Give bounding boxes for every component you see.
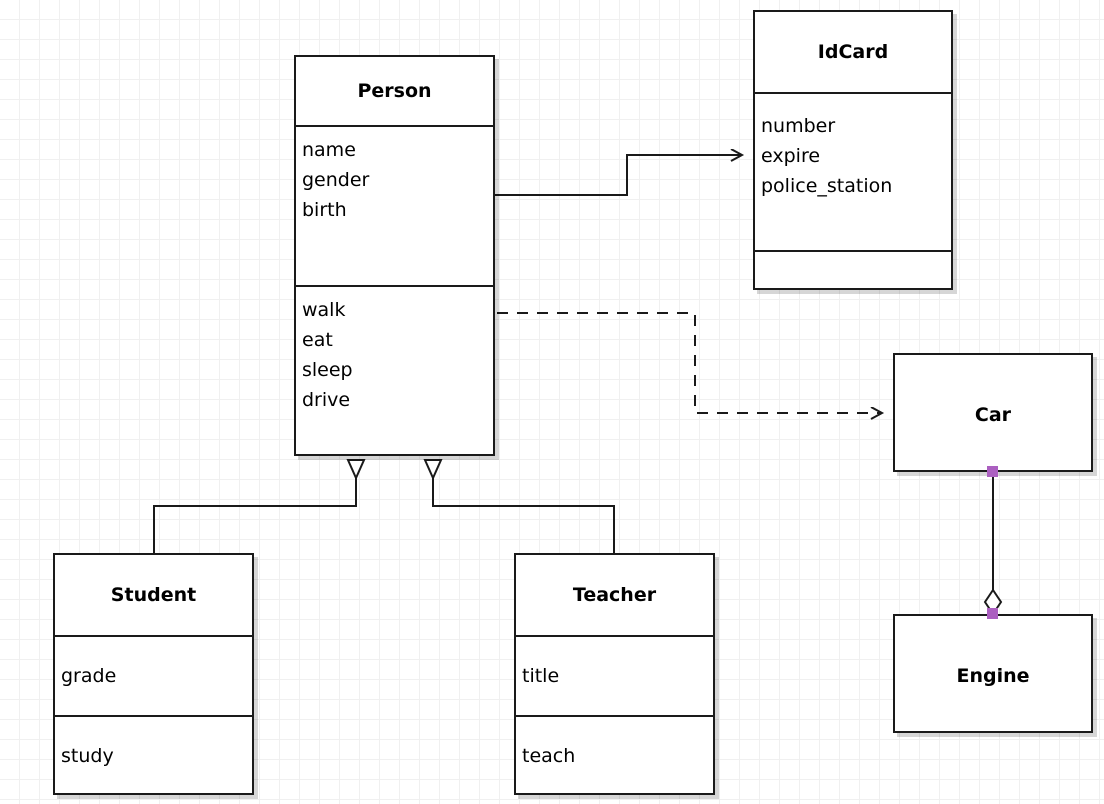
class-title-person: Person <box>296 57 493 125</box>
relationship-association-person-idcard[interactable] <box>495 155 742 196</box>
attribute-item: police_station <box>761 175 893 197</box>
method-item: eat <box>302 329 333 351</box>
class-name-label: Student <box>110 584 197 606</box>
selection-handle-source[interactable] <box>987 466 998 477</box>
class-methods-teacher: teach <box>516 715 713 793</box>
class-attributes-teacher: title <box>516 635 713 715</box>
attribute-item: number <box>761 115 836 137</box>
attribute-item: birth <box>302 199 347 221</box>
method-item: sleep <box>302 359 353 381</box>
class-box-car[interactable]: Car <box>893 353 1093 472</box>
attribute-item: expire <box>761 145 821 167</box>
relationship-generalization-teacher-person[interactable] <box>433 478 615 553</box>
attribute-item: gender <box>302 169 370 191</box>
relationship-generalization-student-person[interactable] <box>153 478 356 553</box>
class-box-person[interactable]: Person name gender birth walk eat sleep … <box>294 55 495 456</box>
method-item: study <box>61 745 114 767</box>
selection-handle-target[interactable] <box>987 608 998 619</box>
method-item: walk <box>302 299 346 321</box>
class-title-teacher: Teacher <box>516 555 713 635</box>
attribute-item: grade <box>61 665 117 687</box>
attribute-item: name <box>302 139 356 161</box>
class-name-label: Teacher <box>572 584 657 606</box>
class-title-idcard: IdCard <box>755 12 951 92</box>
class-methods-idcard <box>755 250 951 292</box>
method-item: teach <box>522 745 576 767</box>
class-methods-student: study <box>55 715 252 793</box>
class-title-car: Car <box>895 355 1091 474</box>
class-attributes-student: grade <box>55 635 252 715</box>
class-box-teacher[interactable]: Teacher title teach <box>514 553 715 795</box>
class-name-label: Person <box>357 80 432 102</box>
class-name-label: Car <box>974 403 1012 426</box>
class-title-engine: Engine <box>895 616 1091 735</box>
class-methods-person: walk eat sleep drive <box>296 285 493 456</box>
method-item: drive <box>302 389 351 411</box>
class-attributes-person: name gender birth <box>296 125 493 285</box>
class-title-student: Student <box>55 555 252 635</box>
class-attributes-idcard: number expire police_station <box>755 92 951 250</box>
class-name-label: Engine <box>956 664 1030 687</box>
class-name-label: IdCard <box>817 41 889 63</box>
relationship-dependency-person-car[interactable] <box>497 312 882 413</box>
class-box-student[interactable]: Student grade study <box>53 553 254 795</box>
class-box-idcard[interactable]: IdCard number expire police_station <box>753 10 953 290</box>
class-box-engine[interactable]: Engine <box>893 614 1093 733</box>
attribute-item: title <box>522 665 560 687</box>
